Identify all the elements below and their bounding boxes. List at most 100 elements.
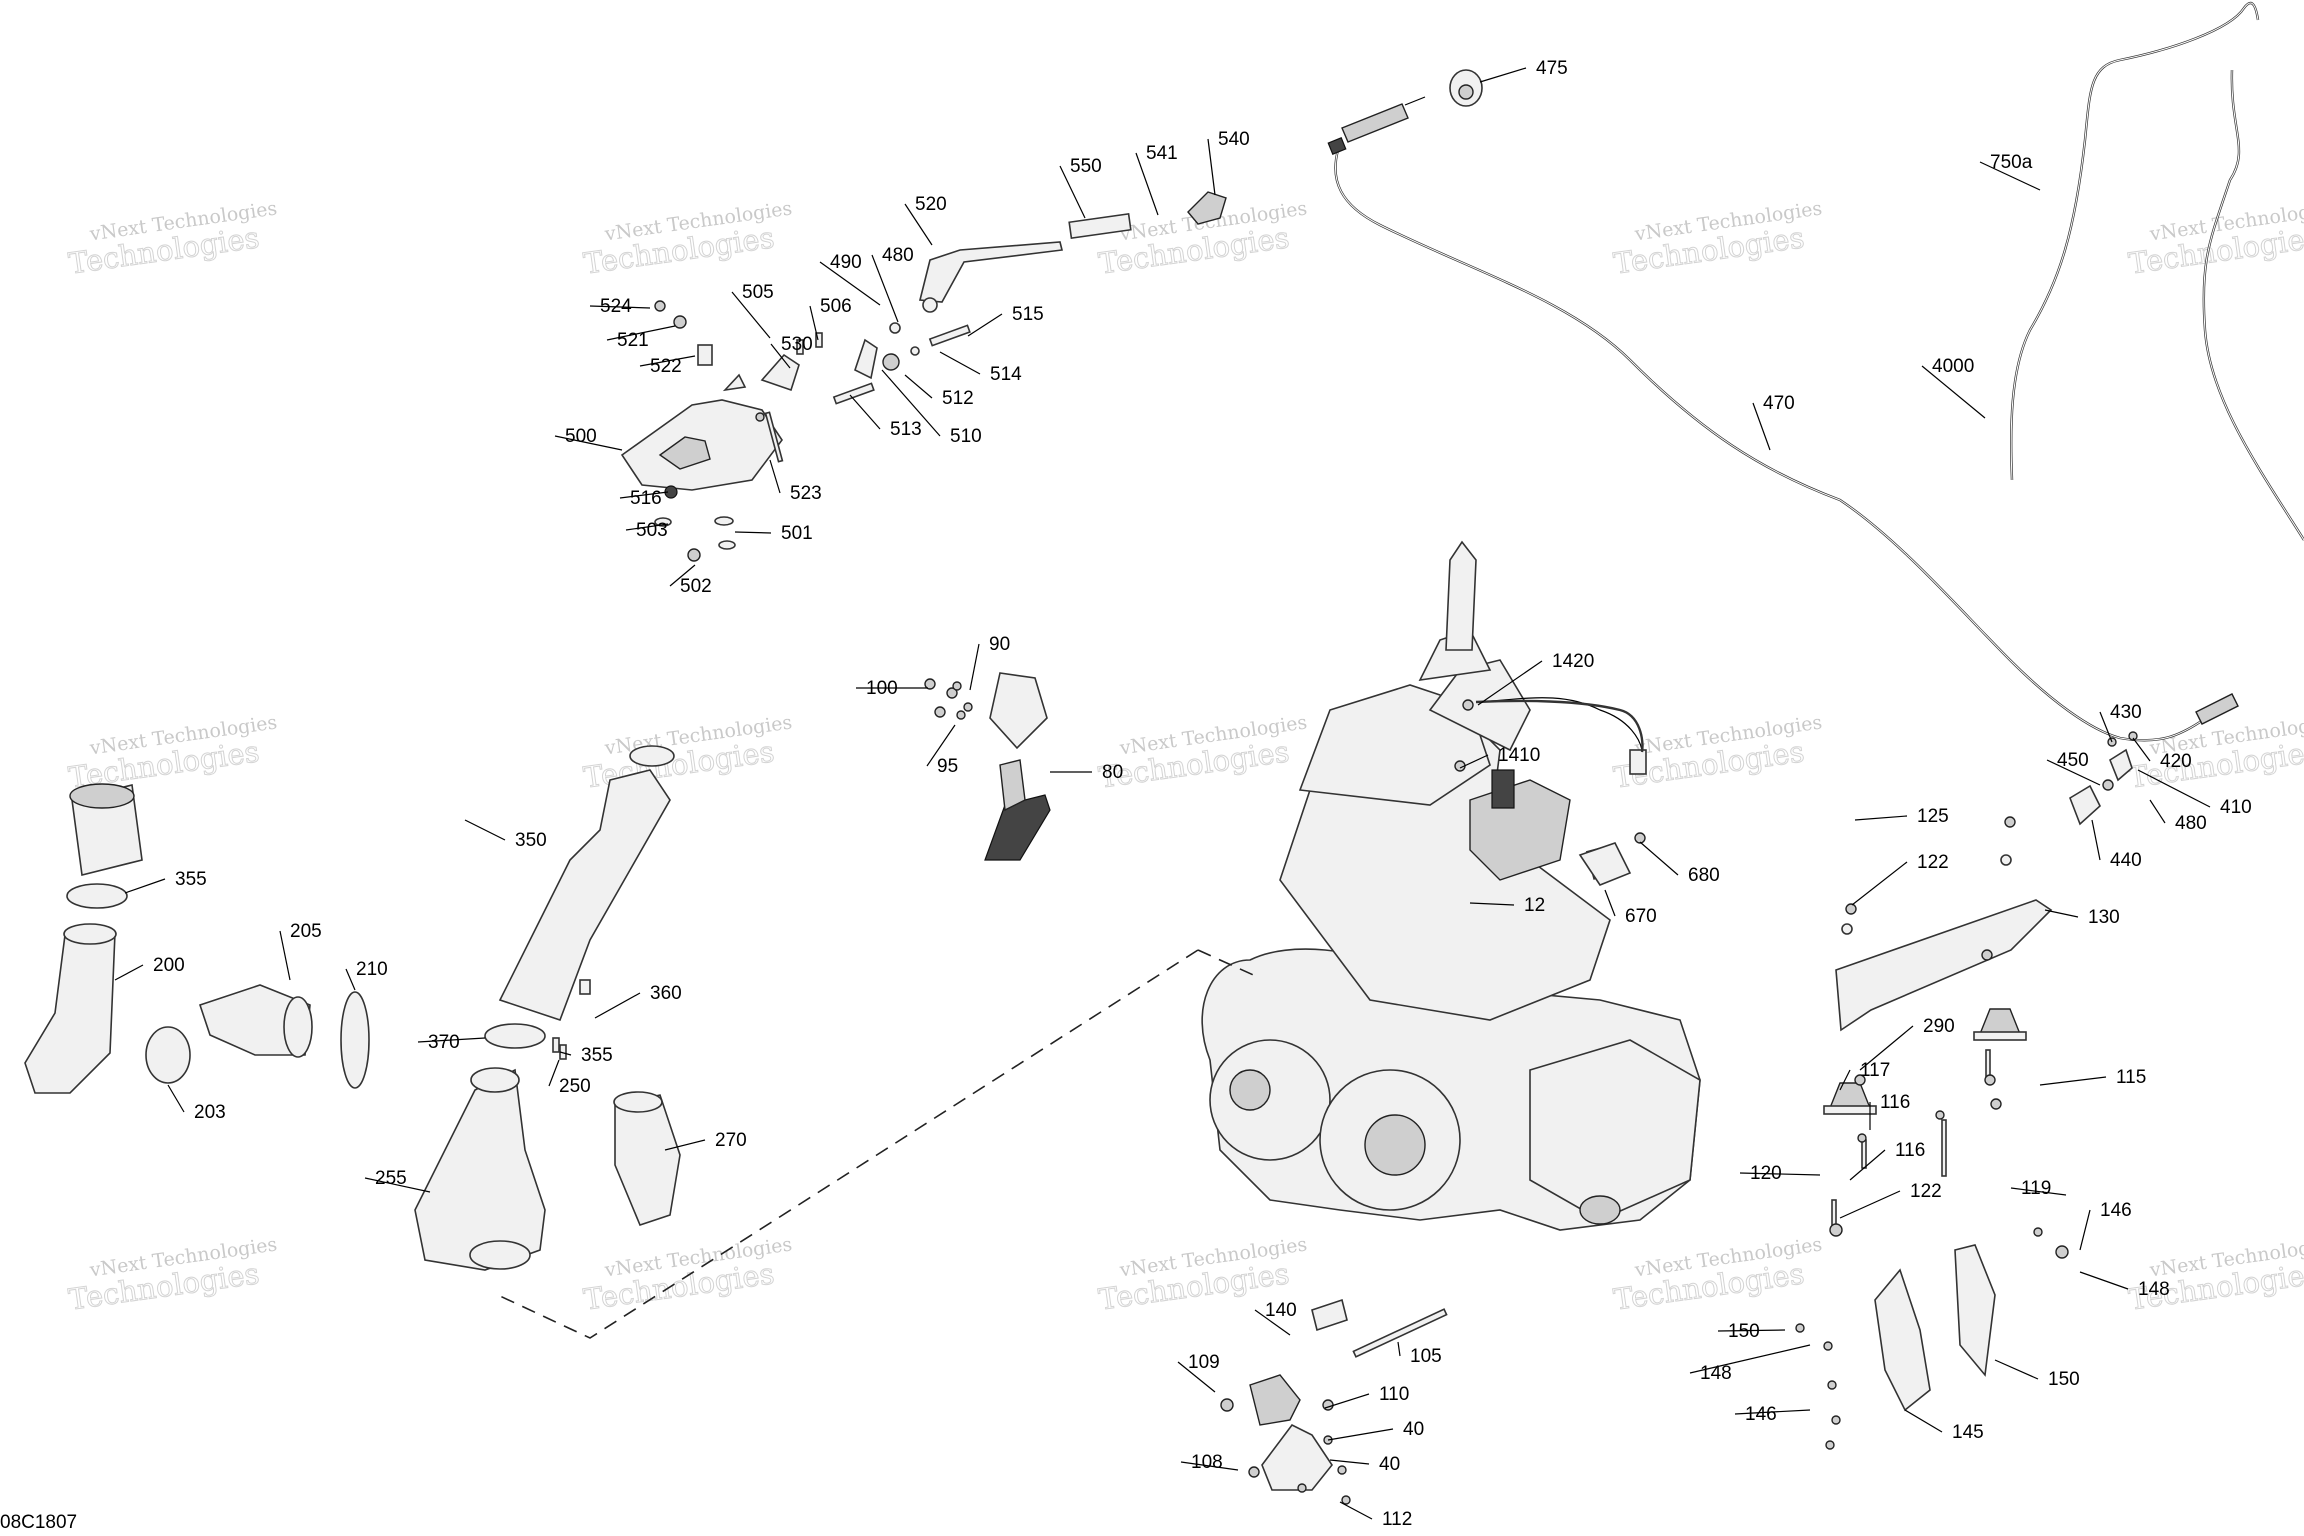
callout-label: 523	[790, 483, 822, 504]
pedal-rod-520	[918, 241, 1063, 303]
leader-line	[1717, 1329, 1786, 1332]
bracket-130	[1835, 899, 2053, 1032]
bracket-440	[2069, 731, 2138, 826]
callout-label: 360	[650, 983, 682, 1004]
leader-line	[664, 1139, 706, 1151]
cable-470	[1334, 149, 2201, 742]
leader-line	[734, 531, 772, 534]
small-hardware-top	[654, 297, 971, 562]
leader-line	[1254, 1309, 1291, 1336]
callout-label: 90	[989, 634, 1010, 655]
callout-label: 1420	[1552, 651, 1594, 672]
duct-205	[198, 984, 313, 1058]
callout-label: 130	[2088, 907, 2120, 928]
callout-label: 12	[1524, 895, 1545, 916]
leader-line	[871, 254, 899, 323]
callout-label: 112	[1382, 1509, 1412, 1530]
callout-label: 115	[2116, 1067, 2146, 1088]
callout-label: 450	[2057, 750, 2089, 771]
leader-line	[2010, 1187, 2067, 1196]
leader-line	[124, 878, 166, 894]
leader-line	[1839, 1069, 1851, 1091]
callout-label: 513	[890, 419, 922, 440]
leader-line	[2079, 1271, 2129, 1290]
small-hardware-duct	[552, 979, 591, 1060]
callout-label: 501	[781, 523, 813, 544]
callout-label: 150	[1728, 1321, 1760, 1342]
callout-label: 4000	[1932, 356, 1974, 377]
leader-line	[2044, 909, 2079, 918]
leader-line	[819, 261, 881, 306]
callout-label: 122	[1910, 1181, 1942, 1202]
leader-line	[770, 343, 791, 369]
leader-line	[967, 313, 1003, 337]
leader-line	[619, 491, 669, 499]
callout-dashed-line	[499, 949, 1261, 1339]
leader-line	[417, 1037, 486, 1043]
callout-label: 40	[1403, 1419, 1424, 1440]
callout-label: 200	[153, 955, 185, 976]
duct-270	[414, 1067, 546, 1271]
leader-line	[639, 355, 696, 367]
leader-line	[554, 435, 623, 451]
duct-290	[613, 1091, 681, 1226]
callout-label: 80	[1102, 762, 1123, 783]
callout-label: 516	[630, 488, 662, 509]
leader-line	[1459, 754, 1489, 769]
leader-line	[769, 459, 781, 494]
leader-line	[1327, 1428, 1394, 1441]
callout-label: 270	[715, 1130, 747, 1151]
callout-label: 440	[2110, 850, 2142, 871]
leader-line	[2046, 759, 2101, 786]
callout-label: 540	[1218, 129, 1250, 150]
leader-line	[1479, 67, 1527, 83]
callout-label: 420	[2160, 751, 2192, 772]
leader-line	[1477, 660, 1543, 706]
callout-label: 521	[617, 330, 649, 351]
duct-350	[69, 783, 143, 876]
leader-line	[2149, 799, 2166, 824]
leader-line	[2099, 711, 2113, 743]
leader-lines	[114, 67, 2211, 1520]
callout-label: 125	[1917, 806, 1949, 827]
callout-label: 122	[1917, 852, 1949, 873]
callout-label: 490	[830, 252, 862, 273]
engine-assembly	[1201, 540, 1701, 1231]
clamp-355b	[484, 1023, 546, 1049]
callout-label: 146	[2100, 1200, 2132, 1221]
leader-line	[1979, 161, 2041, 191]
part-550	[1068, 212, 1132, 240]
leader-line	[345, 968, 356, 991]
leader-line	[1904, 1409, 1943, 1433]
mount-105-108	[1220, 1298, 1448, 1505]
callout-label: 148	[2138, 1279, 2170, 1300]
callout-label: 680	[1688, 865, 1720, 886]
leader-line	[2137, 769, 2211, 808]
leader-line	[1135, 152, 1159, 216]
callout-label: 1410	[1498, 745, 1540, 766]
leader-line	[1859, 1025, 1914, 1071]
leader-line	[1329, 1459, 1370, 1465]
leader-line	[731, 291, 771, 339]
leader-line	[279, 930, 291, 981]
callout-label: 116	[1895, 1140, 1925, 1161]
callout-label: 40	[1379, 1454, 1400, 1475]
callout-label: 505	[742, 282, 774, 303]
leader-line	[809, 305, 819, 341]
leader-line	[1469, 902, 1515, 906]
cable-end-top	[1327, 96, 1426, 155]
callout-label: 480	[882, 245, 914, 266]
callout-label: 370	[428, 1032, 460, 1053]
leader-line	[2091, 819, 2101, 861]
leader-line	[1752, 402, 1771, 451]
leader-line	[1739, 1172, 1821, 1176]
leader-line	[1177, 1361, 1216, 1393]
pedal-80	[924, 672, 1051, 861]
